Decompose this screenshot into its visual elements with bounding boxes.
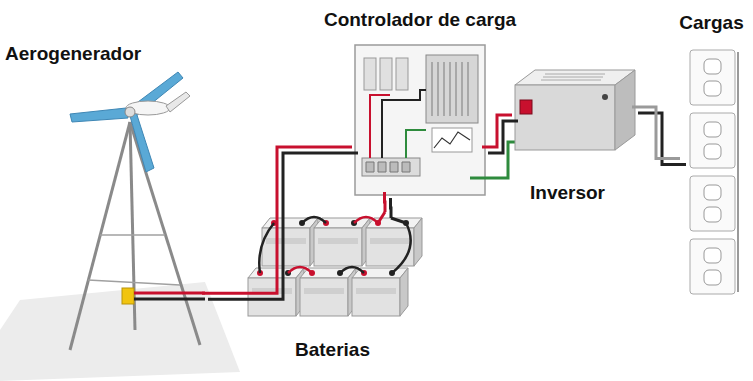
component: Aerogenerador xyxy=(40,75,205,355)
turbine-tail xyxy=(166,92,190,112)
display-panel xyxy=(426,55,478,123)
wire xyxy=(383,192,387,212)
charge-controller xyxy=(355,45,515,195)
wire xyxy=(638,113,686,164)
breaker xyxy=(364,58,376,90)
component-label: Baterias xyxy=(295,339,370,361)
cable xyxy=(482,115,518,153)
component-label: Controlador de carga xyxy=(324,9,516,31)
cable xyxy=(202,147,358,299)
inverter xyxy=(515,70,635,150)
turbine-blade xyxy=(70,108,128,122)
wire xyxy=(389,198,393,218)
wire xyxy=(134,292,205,295)
wire xyxy=(202,147,352,293)
wire xyxy=(632,107,680,158)
wire xyxy=(482,115,512,147)
component: Inversor xyxy=(515,70,635,150)
component-label: Inversor xyxy=(530,182,605,204)
wind-turbine xyxy=(70,72,205,350)
ground-plane xyxy=(0,282,240,381)
outlets xyxy=(690,50,738,294)
breaker xyxy=(396,58,408,90)
breaker xyxy=(380,58,392,90)
component: Controlador de carga xyxy=(355,45,485,195)
component: Baterias xyxy=(240,215,425,330)
cable xyxy=(632,107,686,164)
cable xyxy=(385,192,392,218)
power-switch xyxy=(520,100,532,114)
component-label: Aerogenerador xyxy=(5,43,141,65)
turbine-blade xyxy=(130,112,154,172)
terminal-block xyxy=(362,158,420,176)
component: Cargas xyxy=(683,48,740,300)
wire xyxy=(134,298,205,301)
wire xyxy=(208,153,358,299)
component-label: Cargas xyxy=(679,12,743,34)
junction-box xyxy=(122,288,134,304)
